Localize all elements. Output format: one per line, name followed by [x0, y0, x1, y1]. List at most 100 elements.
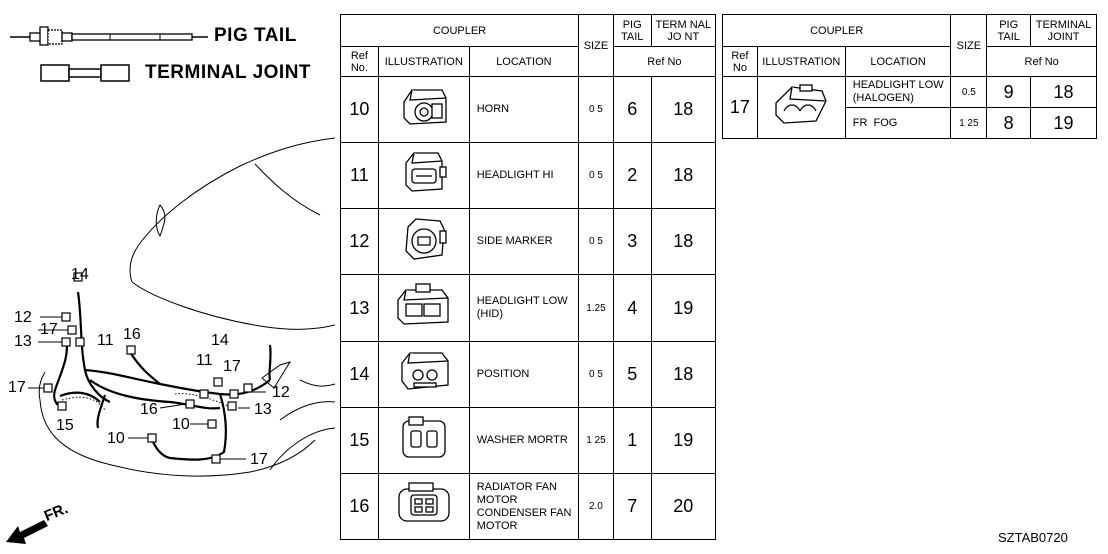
illustration-cell: [377, 274, 470, 342]
connector-headlight-low-halogen-icon: [775, 84, 828, 124]
header-location: LOCATION: [468, 46, 580, 77]
illustration-cell: [377, 142, 470, 209]
ref-cell: 12: [340, 208, 379, 275]
header-illustration: ILLUSTRATION: [377, 46, 470, 77]
header-ref-no-group: Ref No: [612, 46, 717, 77]
size-cell: 2.0: [578, 473, 614, 540]
pig-tail-cell: 9: [986, 76, 1032, 108]
size-cell: 0 5: [578, 76, 614, 143]
pig-tail-cell: 6: [612, 76, 652, 143]
ref-cell: 16: [340, 473, 379, 540]
location-cell: WASHER MORTR: [468, 407, 580, 474]
harness-diagram: [28, 137, 335, 477]
location-cell: HEADLIGHT LOW (HALOGEN): [844, 76, 952, 108]
terminal-joint-cell: 18: [1030, 76, 1097, 108]
location-cell: FR FOG: [844, 107, 952, 139]
header-illustration: ILLUSTRATION: [756, 46, 846, 77]
table-row: 16 RADIATOR FAN MOTOR CONDENSER FAN MOTO…: [340, 473, 717, 540]
ref-cell: 17: [722, 76, 758, 139]
connector-headlight-low-hid-icon: [397, 282, 449, 325]
ref-cell: 13: [340, 274, 379, 342]
diagram-code: SZTAB0720: [998, 530, 1068, 545]
pig-tail-cell: 7: [612, 473, 652, 540]
pig-tail-cell: 1: [612, 407, 652, 474]
header-pig-tail: PIG TAIL: [612, 14, 652, 47]
terminal-joint-cell: 18: [650, 142, 717, 209]
callout-label: 12: [272, 384, 290, 401]
illustration-cell: [377, 473, 470, 540]
terminal-joint-cell: 20: [650, 473, 717, 540]
header-location: LOCATION: [844, 46, 952, 77]
front-direction-arrow-icon: [6, 520, 48, 544]
terminal-joint-symbol: [40, 64, 130, 82]
terminal-joint-cell: 19: [650, 407, 717, 474]
pig-tail-cell: 8: [986, 107, 1032, 139]
terminal-joint-cell: 18: [650, 341, 717, 408]
header-coupler: COUPLER: [721, 14, 952, 47]
location-cell: RADIATOR FAN MOTOR CONDENSER FAN MOTOR: [468, 473, 580, 540]
terminal-joint-cell: 18: [650, 76, 717, 143]
table-row: 12 SIDE MARKER 0 5 3 18: [340, 208, 717, 275]
callout-label: 17: [8, 379, 26, 396]
location-cell: HORN: [468, 76, 580, 143]
terminal-joint-cell: 18: [650, 208, 717, 275]
connector-headlight-hi-icon: [405, 152, 447, 192]
size-cell: 1 25: [578, 407, 614, 474]
header-terminal-joint: TERMINAL JOINT: [1030, 14, 1097, 47]
size-cell: 0 5: [578, 341, 614, 408]
callout-label: 10: [172, 416, 190, 433]
connector-horn-icon: [403, 89, 447, 125]
callout-label: 11: [196, 352, 213, 369]
table-row: 15 WASHER MORTR 1 25 1 19: [340, 407, 717, 474]
callout-label: 16: [140, 401, 158, 418]
size-cell: 0 5: [578, 208, 614, 275]
illustration-cell: [377, 407, 470, 474]
pig-tail-symbol: [10, 26, 208, 46]
connector-side-marker-icon: [405, 218, 447, 260]
callout-label: 15: [56, 417, 74, 434]
illustration-cell: [756, 76, 846, 139]
illustration-cell: [377, 341, 470, 408]
header-terminal-joint: TERM NAL JO NT: [650, 14, 717, 47]
callout-label: 12: [14, 309, 32, 326]
header-pig-tail: PIG TAIL: [986, 14, 1032, 47]
table-row: FR FOG 1 25 8 19: [723, 107, 1097, 139]
coupler-table-main: COUPLER SIZE PIG TAIL TERM NAL JO NT Ref…: [339, 14, 717, 540]
pig-tail-label: PIG TAIL: [214, 25, 297, 46]
callout-label: 11: [97, 332, 114, 349]
size-cell: 0 5: [578, 142, 614, 209]
terminal-joint-cell: 19: [1030, 107, 1097, 139]
connector-position-icon: [401, 352, 449, 390]
pig-tail-cell: 3: [612, 208, 652, 275]
illustration-cell: [377, 208, 470, 275]
terminal-joint-cell: 19: [650, 274, 717, 342]
pig-tail-cell: 4: [612, 274, 652, 342]
location-cell: HEADLIGHT HI: [468, 142, 580, 209]
table-row: 13 HEADLIGHT LOW (HID) 1.25 4 19: [340, 274, 717, 342]
header-size: SIZE: [950, 14, 988, 77]
illustration-cell: [377, 76, 470, 143]
table-row: 10 HORN 0 5 6 18: [340, 76, 717, 143]
callout-label: 13: [254, 401, 272, 418]
callout-label: 14: [211, 332, 229, 349]
location-cell: SIDE MARKER: [468, 208, 580, 275]
coupler-table-side: COUPLER SIZE PIG TAIL TERMINAL JOINT Ref…: [721, 14, 1097, 139]
table-row: 14 POSITION 0 5 5 18: [340, 341, 717, 408]
callout-label: 10: [107, 430, 125, 447]
legend: PIG TAIL TERMINAL JOINT: [0, 0, 330, 90]
connector-washer-motor-icon: [402, 416, 446, 458]
location-cell: HEADLIGHT LOW (HID): [468, 274, 580, 342]
header-ref-no: Ref No.: [340, 46, 379, 77]
table-row: 17 HEADLIGHT LOW (HALOGEN) 0.5 9 18: [722, 76, 1097, 139]
size-cell: 0.5: [950, 76, 988, 108]
connector-radiator-fan-icon: [398, 482, 450, 522]
pig-tail-cell: 2: [612, 142, 652, 209]
size-cell: 1 25: [950, 107, 988, 139]
header-ref-no: Ref No: [722, 46, 758, 77]
header-coupler: COUPLER: [339, 14, 580, 47]
callout-label: 16: [123, 326, 141, 343]
callout-label: 17: [223, 358, 241, 375]
ref-cell: 14: [340, 341, 379, 408]
ref-cell: 11: [340, 142, 379, 209]
ref-cell: 15: [340, 407, 379, 474]
